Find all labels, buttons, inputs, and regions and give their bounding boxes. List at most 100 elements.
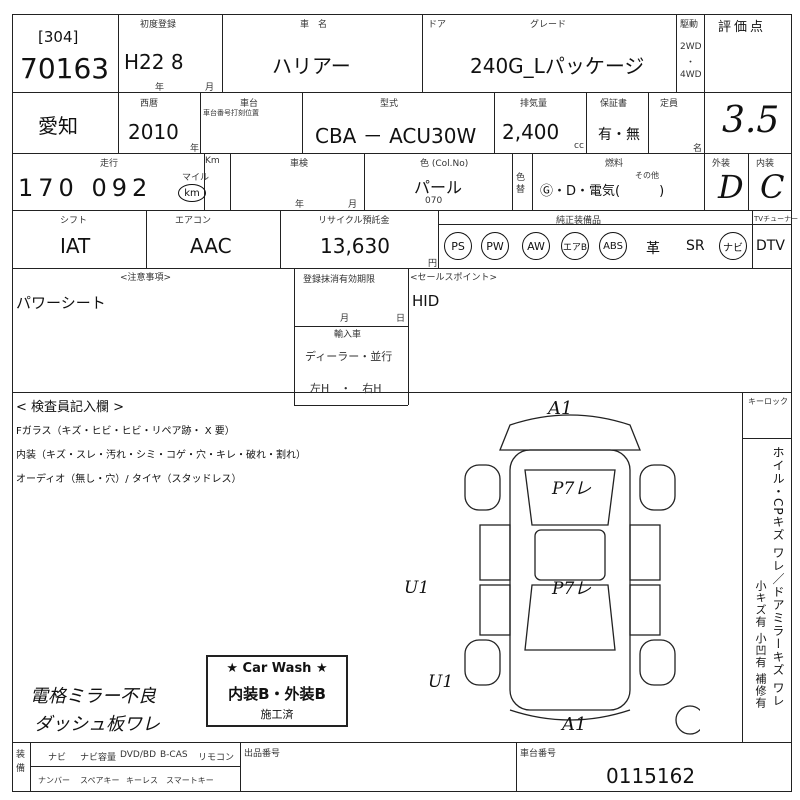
- rule-v7: [200, 92, 201, 153]
- rule-equip-sub: [438, 224, 792, 225]
- label-chassis-no: 車台番号: [520, 749, 557, 759]
- rule-v12: [204, 153, 205, 210]
- rule-v19: [280, 210, 281, 268]
- reg-expiry-day-unit: 日: [396, 314, 406, 324]
- label-auction: 出品番号: [244, 749, 281, 759]
- footer-row1-item5: リモコン: [198, 753, 235, 763]
- handwritten-note1: 電格ミラー不良: [30, 686, 156, 707]
- equip-aw: AW: [522, 232, 550, 260]
- rule-v15: [512, 153, 513, 210]
- exterior-handwritten: D: [718, 168, 744, 206]
- rule-v22: [294, 268, 295, 405]
- footer-row1-item2: ナビ容量: [80, 753, 117, 763]
- car-name: ハリアー: [272, 54, 351, 78]
- label-first-reg: 初度登録: [140, 20, 177, 30]
- model-value: CBA － ACU30W: [315, 124, 477, 148]
- diagram-mark-rear: A1: [562, 714, 587, 735]
- rule-v14: [364, 153, 365, 210]
- rule-v10: [586, 92, 587, 153]
- displacement-unit: cc: [574, 141, 584, 151]
- label-sales-point: <セールスポイント>: [410, 273, 498, 283]
- footer-row1-item3: DVD/BD: [120, 750, 156, 760]
- label-tv: TVチューナー: [754, 215, 799, 223]
- rule-v11: [648, 92, 649, 153]
- equip-sr: SR: [686, 238, 705, 254]
- footer-row2-item2: スペアキー: [80, 776, 120, 785]
- notes-value: パワーシート: [16, 294, 106, 312]
- label-doors: ドア: [428, 20, 447, 30]
- footer-row2-item4: スマートキー: [166, 776, 214, 785]
- rule-footer-top: [12, 742, 792, 743]
- label-interior: 内装: [756, 159, 775, 169]
- mileage-value: 170 092: [18, 174, 153, 202]
- rule-v24: [742, 392, 743, 742]
- drive-dot: ・: [686, 58, 696, 68]
- label-reg-expiry: 登録抹消有効期限: [303, 275, 376, 285]
- shift-value: IAT: [60, 234, 91, 258]
- label-warranty: 保証書: [600, 99, 628, 109]
- rule-v9: [494, 92, 495, 153]
- capacity-unit: 名: [693, 144, 703, 154]
- equip-pw: PW: [481, 232, 509, 260]
- rule-v8: [302, 92, 303, 153]
- carwash-body: 内装B・外装B: [228, 685, 326, 703]
- year-value: 2010: [128, 120, 179, 144]
- rule-f3: [516, 742, 517, 792]
- year-unit: 年: [190, 144, 200, 154]
- equip-navi: ナビ: [719, 232, 747, 260]
- rule-v18: [146, 210, 147, 268]
- equip-ps: PS: [444, 232, 472, 260]
- rule-v23: [408, 268, 409, 405]
- label-grade: グレード: [530, 20, 567, 30]
- label-mileage: 走行: [100, 159, 119, 169]
- rule-v16: [532, 153, 533, 210]
- inspection-year-unit: 年: [295, 200, 305, 210]
- equip-abs: ABS: [599, 232, 627, 260]
- car-diagram: [464, 414, 700, 735]
- chassis-pos-note: 車台番号打刻位置: [203, 109, 259, 117]
- rule-import-bottom: [294, 405, 408, 406]
- rule-f1: [30, 742, 31, 792]
- handwritten-note2: ダッシュ板ワレ: [34, 714, 160, 735]
- grade-value: 240G_Lパッケージ: [470, 54, 645, 78]
- label-recycle: リサイクル預託金: [318, 216, 390, 226]
- footer-row2-item3: キーレス: [126, 776, 158, 785]
- label-car-name: 車 名: [300, 20, 328, 30]
- carwash-stamp: ★ Car Wash ★ 内装B・外装B 施工済: [206, 655, 348, 727]
- rule-row4-bottom: [12, 268, 792, 269]
- diagram-mark-roof: P7レ: [552, 579, 592, 599]
- mileage-unit-mile: マイル: [182, 173, 210, 183]
- rule-v2: [222, 14, 223, 92]
- chassis-no-value: 0115162: [606, 764, 696, 788]
- footer-row2-item1: ナンバー: [38, 776, 70, 785]
- label-exterior: 外装: [712, 159, 731, 169]
- rule-v6: [118, 92, 119, 153]
- label-capacity: 定員: [660, 99, 679, 109]
- diagram-mark-rear-left: U1: [428, 672, 454, 692]
- inspection-title: < 検査員記入欄 >: [16, 400, 125, 415]
- diagram-mark-left: U1: [404, 578, 430, 598]
- sales-point-value: HID: [412, 292, 440, 310]
- rule-f2: [240, 742, 241, 792]
- first-reg-month-unit: 月: [205, 83, 215, 93]
- inspection-month-unit: 月: [348, 200, 358, 210]
- label-km: Km: [205, 156, 220, 166]
- footer-side-label: 装備: [16, 750, 26, 774]
- label-model: 型式: [380, 99, 399, 109]
- color-code: 070: [425, 196, 443, 206]
- rule-v13: [230, 153, 231, 210]
- lot-number: 70163: [20, 52, 110, 85]
- warranty-value: 有・無: [598, 127, 640, 143]
- prefecture: 愛知: [38, 114, 78, 138]
- inspection-side-text2: 小キズ有 小凹有 補修有: [754, 580, 767, 709]
- label-year: 西暦: [140, 99, 159, 109]
- label-keyless: キーロック: [748, 397, 788, 406]
- displacement-value: 2,400: [502, 120, 560, 144]
- import-type: ディーラー・並行: [305, 350, 393, 363]
- label-import: 輸入車: [334, 330, 362, 340]
- rule-v3: [422, 14, 423, 92]
- equip-dtv: DTV: [756, 238, 785, 254]
- rule-v21: [752, 210, 753, 268]
- first-reg-year-unit: 年: [155, 83, 165, 93]
- reg-expiry-month-unit: 月: [340, 314, 350, 324]
